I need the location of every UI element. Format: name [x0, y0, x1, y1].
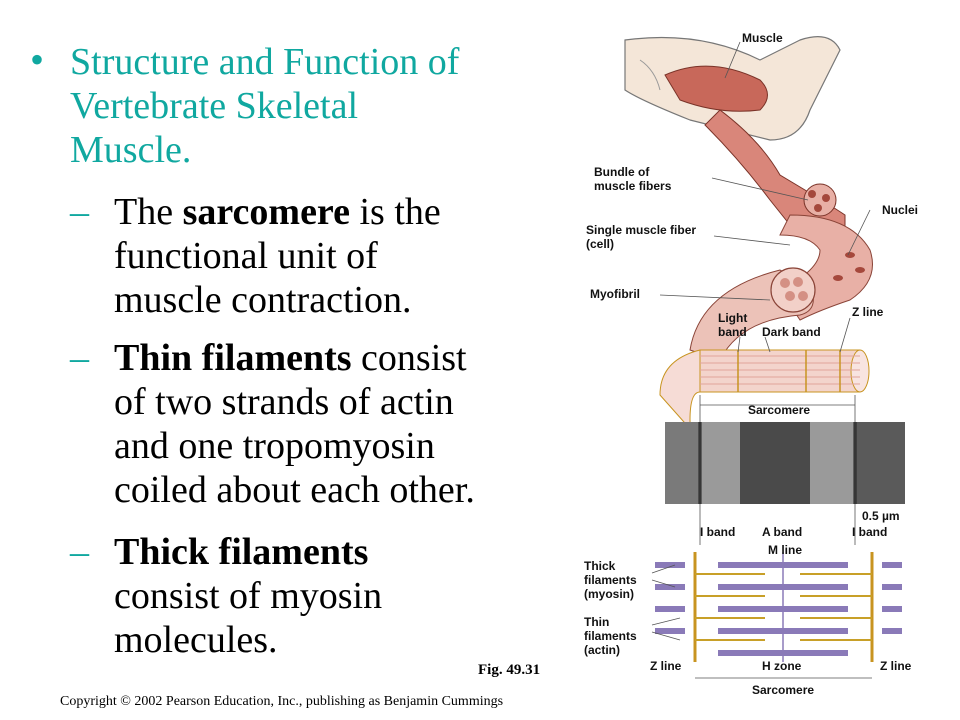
label-dark-band: Dark band: [762, 325, 821, 339]
dash: –: [70, 531, 89, 573]
title-line: Muscle.: [70, 129, 192, 171]
label-light-band-2: band: [718, 325, 747, 339]
label-nuclei: Nuclei: [882, 203, 918, 217]
label-a-band: A band: [762, 525, 802, 539]
label-sarcomere-top: Sarcomere: [748, 403, 810, 417]
label-thin-2: filaments: [584, 629, 637, 643]
label-muscle: Muscle: [742, 31, 783, 45]
slide-title: Structure and Function of Vertebrate Ske…: [70, 40, 530, 172]
electron-micrograph: [665, 422, 905, 504]
label-myofibril: Myofibril: [590, 287, 640, 301]
sarcomere-diagram: [655, 552, 902, 662]
label-m-line: M line: [768, 543, 802, 557]
label-z-line-top: Z line: [852, 305, 884, 319]
label-single-fiber-2: (cell): [586, 237, 614, 251]
arm-illustration: [624, 36, 841, 141]
point-line: Thick filaments: [114, 531, 369, 573]
leader-lines: [651, 41, 872, 679]
point-line: The sarcomere is the: [114, 191, 441, 233]
myofibril-bundle: [689, 267, 816, 361]
point-line: molecules.: [114, 619, 278, 661]
point-line: muscle contraction.: [114, 279, 412, 321]
label-i-band-left: I band: [700, 525, 735, 539]
label-bundle-1: Bundle of: [594, 165, 650, 179]
title-line: Structure and Function of: [70, 41, 460, 83]
label-thick-1: Thick: [584, 559, 616, 573]
label-h-zone: H zone: [762, 659, 802, 673]
point-line: and one tropomyosin: [114, 425, 435, 467]
point-line: functional unit of: [114, 235, 378, 277]
dash: –: [70, 191, 89, 233]
point-line: consist of myosin: [114, 575, 383, 617]
label-single-fiber-1: Single muscle fiber: [586, 223, 696, 237]
label-bundle-2: muscle fibers: [594, 179, 672, 193]
point-line: coiled about each other.: [114, 469, 475, 511]
thick-filaments: [655, 562, 902, 656]
label-thick-2: filaments: [584, 573, 637, 587]
dash: –: [70, 337, 89, 379]
label-thin-3: (actin): [584, 643, 620, 657]
point-line: Thin filaments consist: [114, 337, 467, 379]
label-sarcomere-bottom: Sarcomere: [752, 683, 814, 697]
label-light-band-1: Light: [718, 311, 747, 325]
label-thin-1: Thin: [584, 615, 609, 629]
label-i-band-right: I band: [852, 525, 887, 539]
title-line: Vertebrate Skeletal: [70, 85, 359, 127]
myofibril-tube: [659, 349, 870, 441]
label-scale: 0.5 µm: [862, 509, 900, 523]
thin-filaments: [695, 573, 872, 641]
label-z-line-right: Z line: [880, 659, 912, 673]
title-bullet: •: [30, 37, 45, 82]
figure-reference: Fig. 49.31: [478, 662, 541, 678]
label-thick-3: (myosin): [584, 587, 634, 601]
label-z-line-left: Z line: [650, 659, 682, 673]
copyright-notice: Copyright © 2002 Pearson Education, Inc.…: [60, 694, 504, 709]
point-line: of two strands of actin: [114, 381, 454, 423]
fiber-bundle: [704, 109, 846, 251]
